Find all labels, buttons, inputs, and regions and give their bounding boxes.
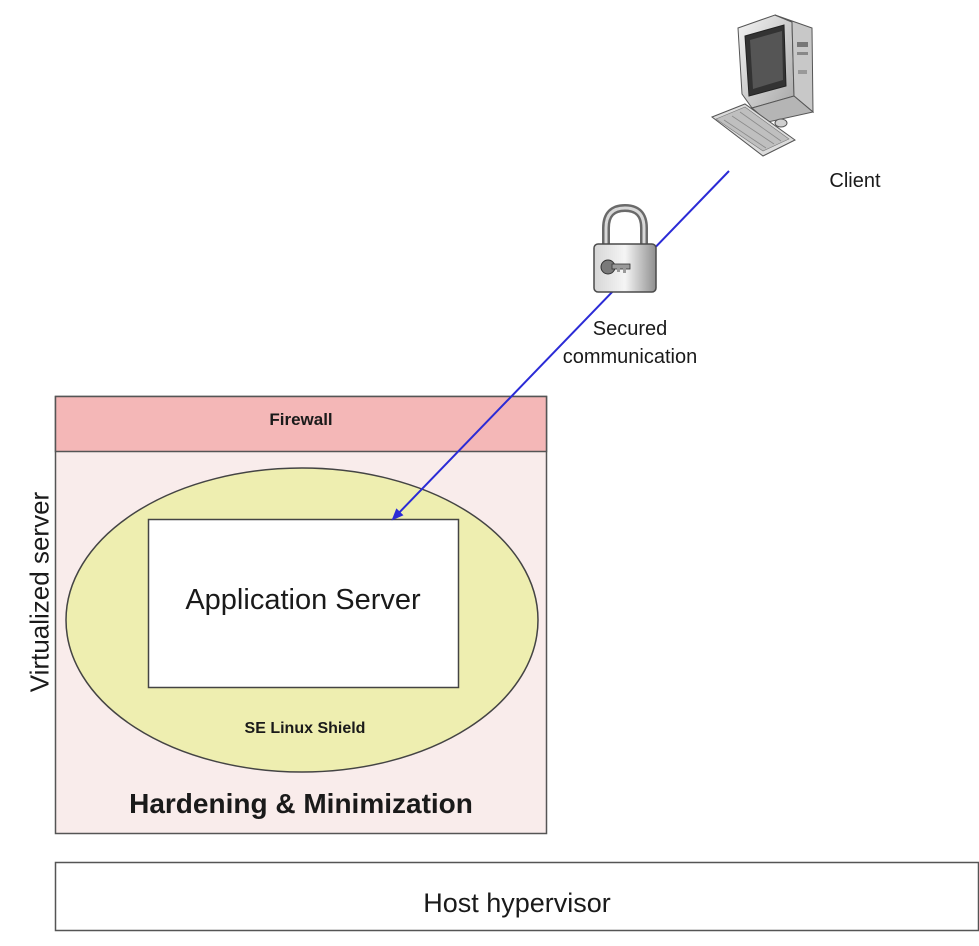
computer-icon (710, 14, 815, 157)
application-server-label: Application Server (185, 584, 421, 616)
application-server-box (147, 518, 460, 689)
virtualized-server-text: Virtualized server (24, 491, 55, 693)
host-hypervisor-box (54, 861, 979, 932)
host-hypervisor-label: Host hypervisor (423, 888, 611, 918)
se-linux-shield-label: SE Linux Shield (244, 720, 366, 737)
secured-label-line2: communication (562, 346, 698, 368)
client-label: Client (829, 170, 881, 192)
hardening-label: Hardening & Minimization (129, 788, 473, 819)
firewall-label: Firewall (269, 410, 333, 429)
secured-label-line1: Secured (592, 318, 668, 340)
secured-communication-label: Secured communication (530, 315, 730, 371)
secured-communication-arrow (391, 170, 730, 521)
firewall-band (54, 395, 548, 453)
padlock-icon (593, 203, 657, 293)
